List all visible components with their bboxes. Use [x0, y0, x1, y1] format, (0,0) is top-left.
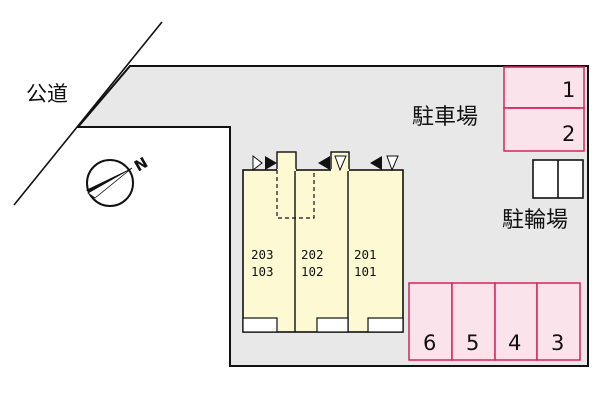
parking-area-top: 1 2 [503, 66, 585, 152]
unit-number-lower: 101 [354, 264, 377, 279]
entrance-arrow-icon [318, 156, 330, 170]
unit-number-upper: 201 [354, 247, 377, 262]
road-label: 公道 [26, 82, 68, 106]
apartment-building: 203 103 202 102 201 101 [242, 151, 404, 333]
compass-north-label: N [131, 153, 151, 175]
unit-number-upper: 202 [301, 247, 324, 262]
parking-area-bottom: 6 5 4 3 [408, 282, 581, 361]
entrance-arrow-icon [370, 156, 382, 170]
parking-space-1 [503, 66, 585, 109]
parking-space-2 [503, 107, 585, 152]
entrance-arrow-icon [334, 155, 347, 172]
parking-space-3 [536, 282, 581, 361]
entrance-arrow-icon [265, 156, 277, 170]
building-outline [242, 169, 404, 333]
public-road-line [13, 21, 163, 206]
compass-icon: N [86, 153, 151, 207]
parking-space-number: 6 [423, 331, 436, 355]
parking-label: 駐車場 [412, 105, 478, 130]
unit-number-upper: 203 [251, 247, 274, 262]
unit-number-lower: 103 [251, 264, 274, 279]
stair-protrusion [276, 151, 297, 171]
entrance-arrow-icon [252, 154, 263, 172]
parking-space-number: 4 [508, 331, 521, 355]
parking-space-4 [494, 282, 538, 361]
parking-space-number: 3 [551, 331, 564, 355]
bicycle-parking-label: 駐輪場 [502, 208, 568, 233]
parking-space-6 [408, 282, 453, 361]
parking-space-number: 2 [562, 122, 575, 146]
parking-space-number: 5 [466, 331, 479, 355]
parking-space-number: 1 [562, 78, 575, 102]
bicycle-parking [532, 159, 584, 199]
unit-number-lower: 102 [301, 264, 324, 279]
entrance-arrow-icon [386, 155, 399, 172]
